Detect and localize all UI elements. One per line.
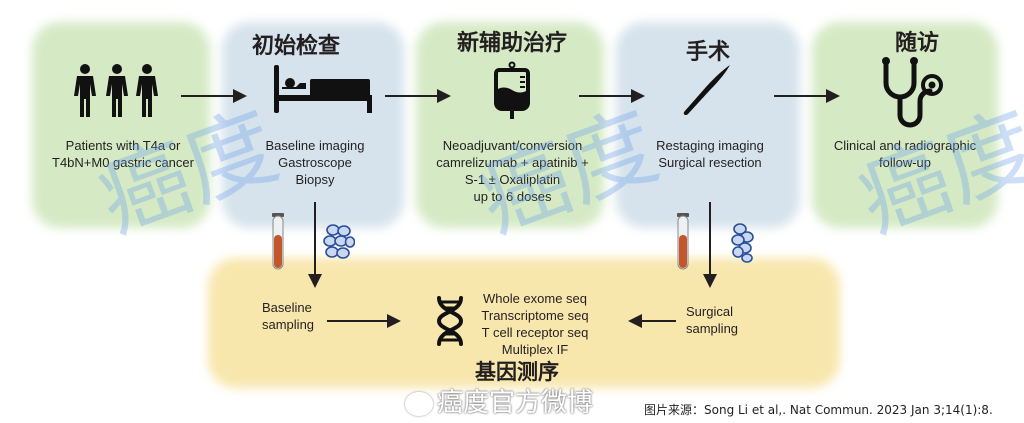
stage-title-baseline: 初始检查: [252, 34, 341, 59]
baseline-sampling-label: Baseline sampling: [262, 299, 314, 333]
arrow-down-icon: [308, 202, 322, 288]
method-line: Transcriptome seq: [481, 308, 589, 323]
desc-line: follow-up: [878, 155, 932, 170]
people-icon: [74, 64, 158, 117]
scalpel-icon: [683, 65, 730, 116]
stage-title-surgery: 手术: [686, 40, 731, 65]
desc-line: Restaging imaging: [656, 138, 764, 153]
hospital-bed-icon: [274, 65, 372, 113]
weibo-text: 癌度官方微博: [437, 388, 594, 418]
desc-line: Surgical resection: [658, 155, 762, 170]
arrow-right-icon: [774, 89, 840, 103]
method-line: Multiplex IF: [501, 342, 569, 357]
method-line: T cell receptor seq: [481, 325, 589, 340]
stage-desc-neoadjuvant: Neoadjuvant/conversion camrelizumab + ap…: [425, 137, 600, 205]
stage-title-neoadjuvant: 新辅助治疗: [457, 31, 568, 56]
iv-bag-icon: [494, 61, 530, 119]
arrow-right-icon: [579, 89, 645, 103]
stethoscope-icon: [882, 57, 943, 128]
weibo-logo-icon: [405, 391, 433, 416]
tissue-cells-icon: [323, 224, 355, 259]
arrow-left-icon: [628, 314, 676, 328]
blood-tube-icon: [272, 213, 284, 270]
desc-line: Patients with T4a or: [65, 138, 181, 153]
stage-desc-patients: Patients with T4a or T4bN+M0 gastric can…: [38, 137, 208, 171]
stage-panel-baseline: [222, 22, 404, 228]
stage-title-followup: 随访: [895, 31, 940, 56]
arrow-down-icon: [703, 202, 717, 288]
surgical-sampling-label: Surgical sampling: [686, 303, 738, 337]
arrow-right-icon: [181, 89, 247, 103]
arrow-right-icon: [327, 314, 401, 328]
desc-line: Biopsy: [295, 172, 335, 187]
desc-line: Gastroscope: [278, 155, 352, 170]
stage-desc-followup: Clinical and radiographic follow-up: [820, 137, 990, 171]
arrow-right-icon: [385, 89, 451, 103]
desc-line: Neoadjuvant/conversion: [442, 138, 583, 153]
desc-line: up to 6 doses: [473, 189, 552, 204]
desc-line: camrelizumab + apatinib +: [436, 155, 589, 170]
desc-line: S-1 ± Oxaliplatin: [464, 172, 561, 187]
desc-line: Clinical and radiographic: [833, 138, 977, 153]
label-line: Baseline: [262, 300, 312, 315]
stage-panel-patients: [32, 22, 210, 228]
desc-line: Baseline imaging: [265, 138, 365, 153]
stage-desc-baseline: Baseline imaging Gastroscope Biopsy: [250, 137, 380, 188]
desc-line: T4bN+M0 gastric cancer: [52, 155, 194, 170]
tissue-cells-icon: [731, 223, 754, 263]
stage-panel-neoadjuvant: [416, 22, 604, 228]
label-line: sampling: [262, 317, 315, 332]
label-line: sampling: [686, 321, 739, 336]
dna-icon: [436, 296, 464, 346]
method-line: Whole exome seq: [482, 291, 588, 306]
stage-panel-surgery: [616, 22, 800, 228]
stage-desc-surgery: Restaging imaging Surgical resection: [645, 137, 775, 171]
image-source-citation: 图片来源：Song Li et al,. Nat Commun. 2023 Ja…: [644, 403, 993, 417]
sequencing-methods: Whole exome seq Transcriptome seq T cell…: [470, 290, 600, 358]
label-line: Surgical: [686, 304, 733, 319]
blood-tube-icon: [677, 213, 689, 270]
weibo-watermark: 癌度官方微博: [405, 382, 593, 419]
sequencing-title: 基因测序: [475, 360, 559, 384]
